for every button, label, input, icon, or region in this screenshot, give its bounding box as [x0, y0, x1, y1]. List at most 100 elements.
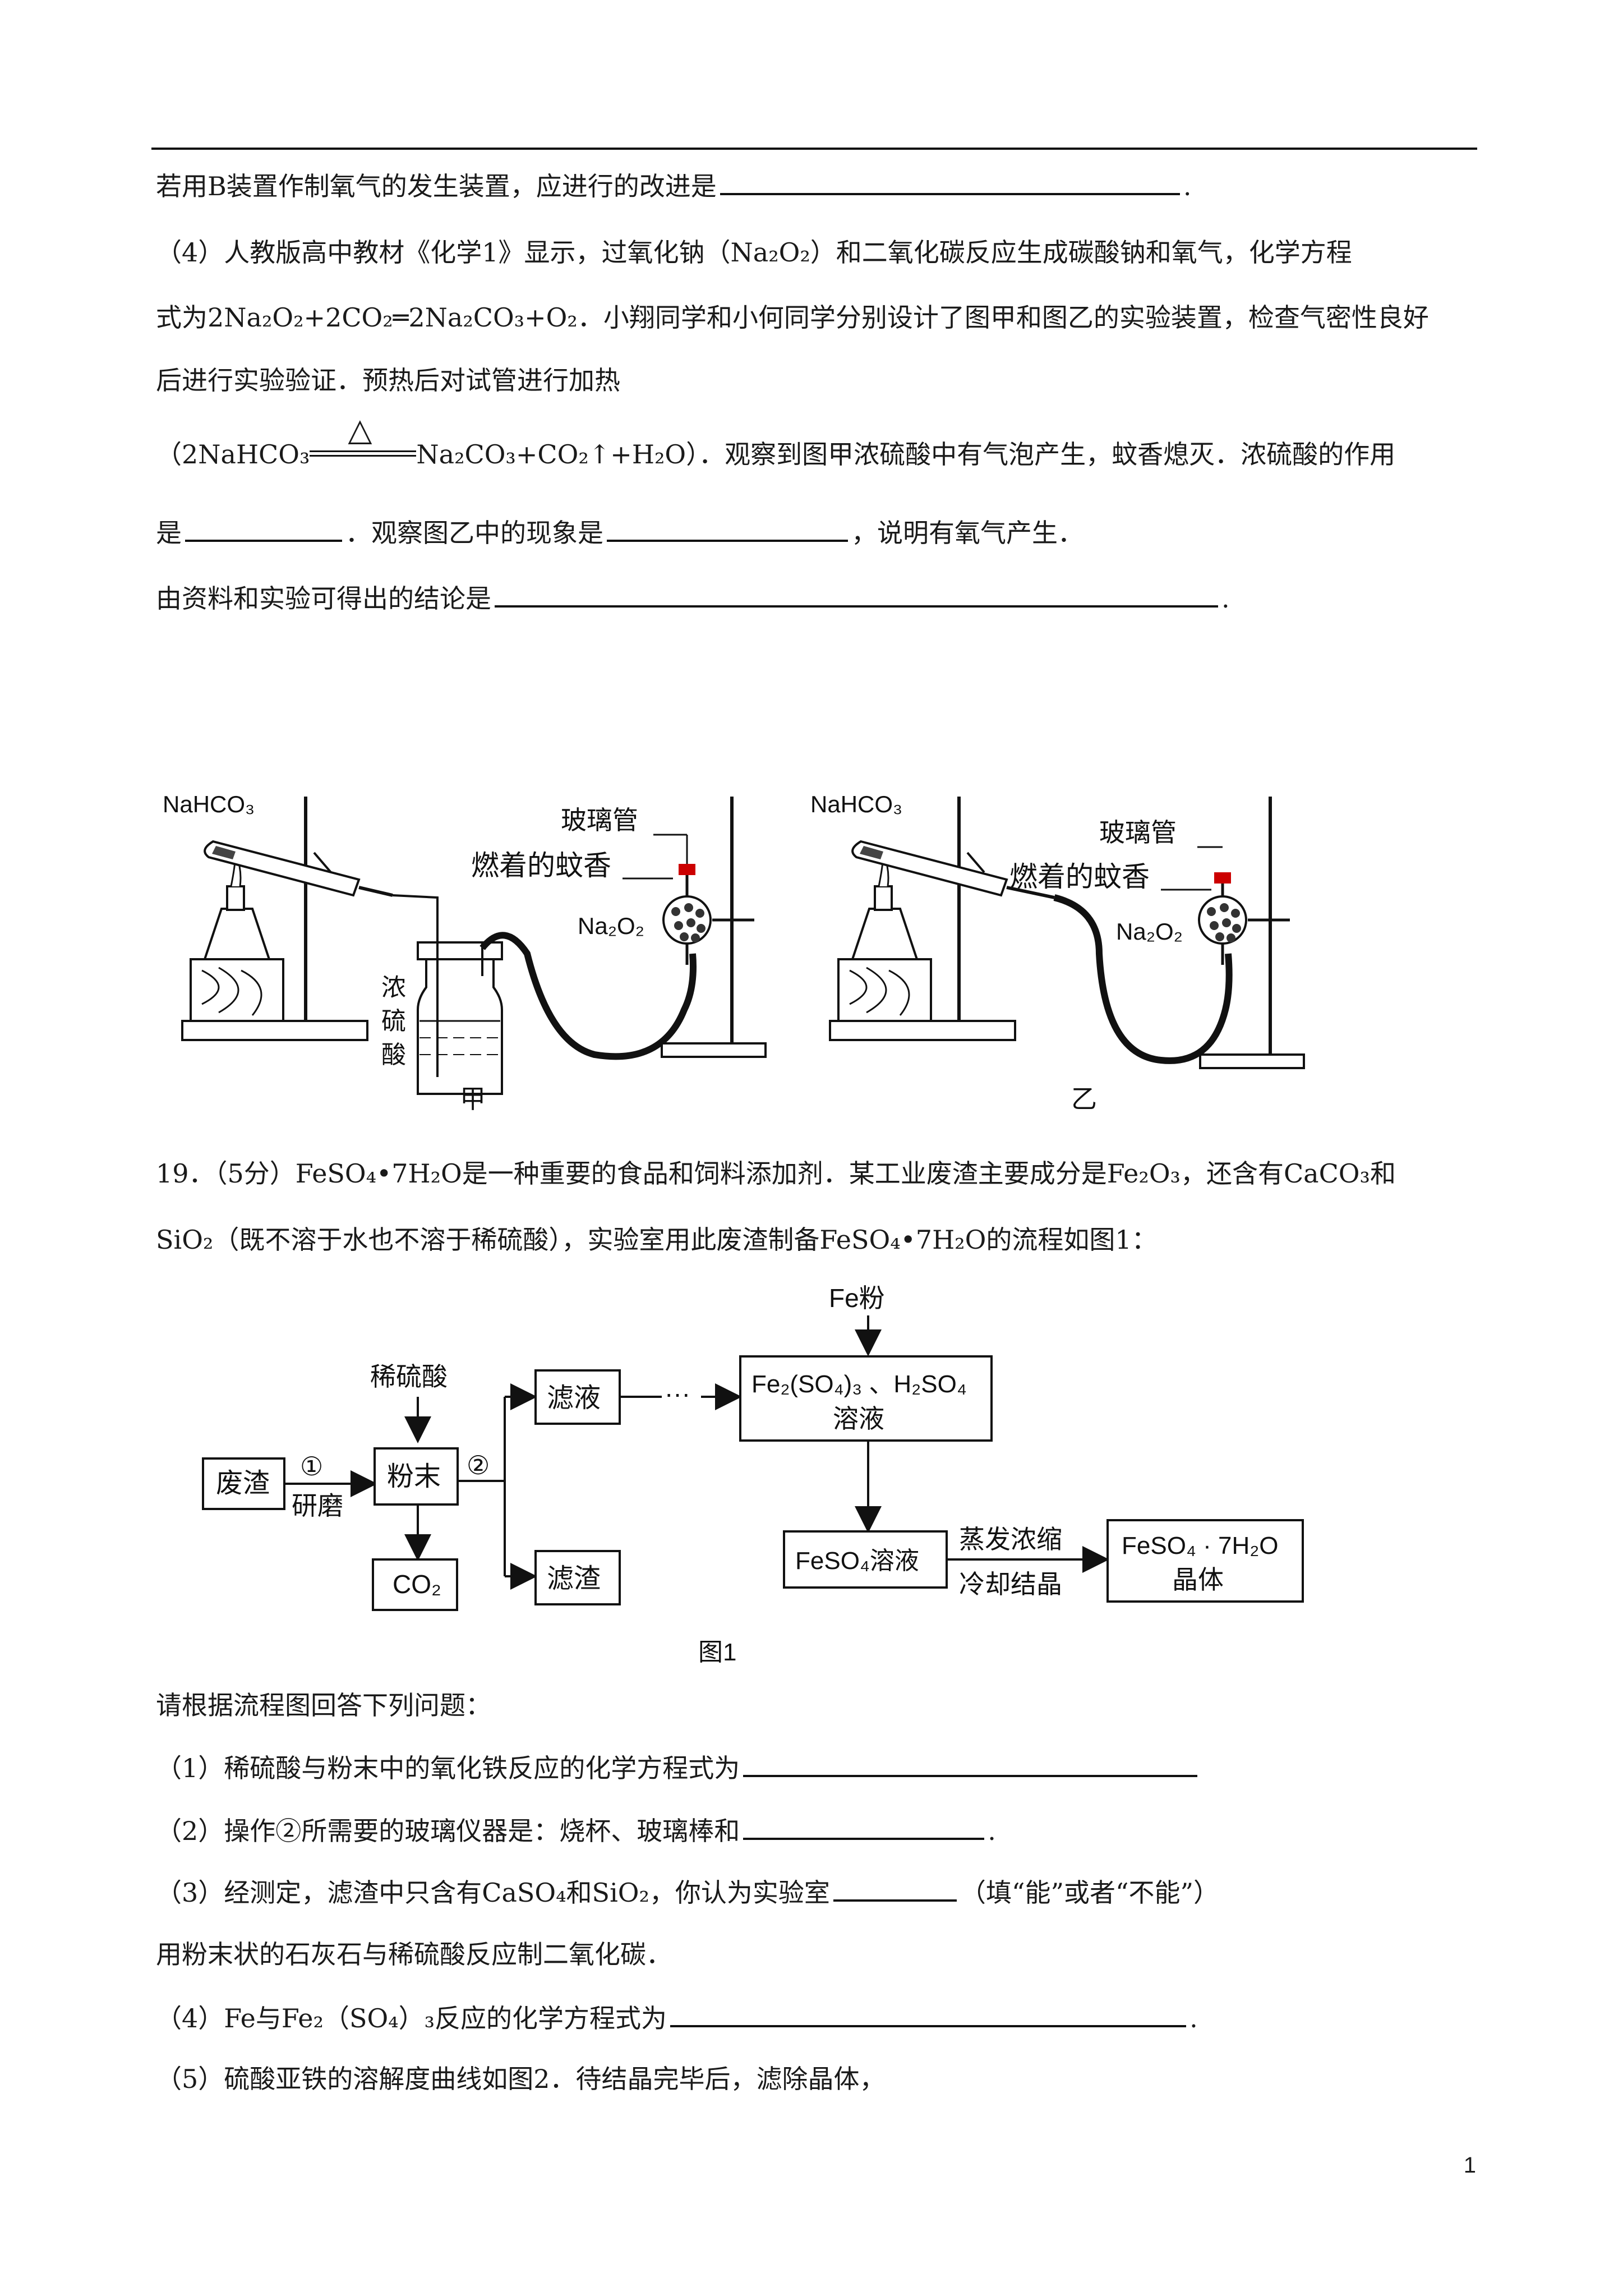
glass-tube-label: 玻璃管 — [1099, 818, 1177, 847]
text-segment: （填“能”或者“不能”） — [960, 1878, 1220, 1908]
acid-label: 酸 — [381, 1041, 406, 1069]
text-segment: . — [1183, 171, 1192, 201]
box-crystal — [1106, 1519, 1304, 1603]
text-line: （2NaHCO₃ △ Na₂CO₃+CO₂↑+H₂O）．观察到图甲浓硫酸中有气泡产生… — [156, 413, 1396, 471]
stand-base — [661, 1042, 767, 1058]
clamp — [313, 852, 332, 873]
text-line: （4）人教版高中教材《化学1》显示，过氧化钠（Na₂O₂）和二氧化碳反应生成碳酸… — [156, 237, 1352, 268]
rubber-hose — [1053, 894, 1233, 1064]
ellipsis: ··· — [665, 1379, 690, 1408]
figure-caption: 乙 — [1071, 1084, 1097, 1114]
answer-blank[interactable] — [607, 515, 848, 542]
alcohol-lamp — [851, 908, 919, 960]
text-line: （1）稀硫酸与粉末中的氧化铁反应的化学方程式为 — [156, 1750, 1201, 1785]
text-segment: . — [1189, 2003, 1198, 2033]
test-tube — [851, 840, 1008, 897]
answer-blank[interactable] — [720, 168, 1180, 195]
answer-blank[interactable] — [743, 1813, 985, 1840]
incense-label: 燃着的蚊香 — [471, 850, 611, 881]
solution-label: Fe₂(SO₄)₃ 、H₂SO₄ — [751, 1370, 967, 1398]
page-number: 1 — [1463, 2153, 1476, 2178]
acid-label: 硫 — [381, 1007, 406, 1035]
wash-bottle — [417, 958, 503, 1095]
answer-blank[interactable] — [495, 581, 1218, 608]
text-line: （3）经测定，滤渣中只含有CaSO₄和SiO₂，你认为实验室 （填“能”或者“不能… — [156, 1875, 1219, 1910]
text-segment: 是 — [156, 518, 182, 548]
text-segment: . — [988, 1816, 996, 1846]
fe-powder-label: Fe粉 — [829, 1283, 885, 1313]
text-line: （5）硫酸亚铁的溶解度曲线如图2．待结晶完毕后，滤除晶体， — [156, 2064, 886, 2094]
text-line: （4）Fe与Fe₂（SO₄）₃反应的化学方程式为. — [156, 2000, 1198, 2035]
reagent-label: NaHCO₃ — [810, 791, 902, 817]
wood-block — [190, 958, 284, 1022]
apparatus-yi: NaHCO₃ 玻璃管 燃着的蚊香 Na₂O₂ 乙 — [810, 791, 1305, 1114]
heat-triangle: △ — [348, 412, 372, 448]
text-segment: （2）操作②所需要的玻璃仪器是：烧杯、玻璃棒和 — [156, 1816, 740, 1846]
text-segment: Na₂CO₃+CO₂↑+H₂O）．观察到图甲浓硫酸中有气泡产生，蚊香熄灭．浓硫酸… — [416, 439, 1396, 470]
acid-label: 稀硫酸 — [370, 1362, 448, 1391]
text-line: SiO₂（既不溶于水也不溶于稀硫酸），实验室用此废渣制备FeSO₄•7H₂O的流… — [156, 1225, 1158, 1255]
box-co2 — [372, 1558, 458, 1611]
answer-blank[interactable] — [185, 515, 342, 542]
heat-condition: △ — [310, 413, 417, 471]
step1-number: ① — [300, 1452, 323, 1481]
connecting-tube — [392, 894, 439, 942]
reagent-label: NaHCO₃ — [163, 791, 255, 817]
text-line: 请根据流程图回答下列问题： — [156, 1690, 491, 1720]
wood-block — [837, 958, 932, 1022]
peroxide-label: Na₂O₂ — [578, 913, 644, 939]
text-segment: （4）Fe与Fe₂（SO₄）₃反应的化学方程式为 — [156, 2003, 667, 2033]
box-waste — [202, 1457, 285, 1510]
crystal-label: FeSO₄ · 7H₂O — [1122, 1532, 1279, 1559]
apparatus-jia: NaHCO₃ 浓 硫 酸 — [163, 791, 767, 1114]
box-filtrate — [534, 1369, 621, 1425]
box-residue — [534, 1550, 621, 1605]
answer-blank[interactable] — [833, 1875, 957, 1902]
step2-number: ② — [467, 1451, 490, 1480]
incense-label: 燃着的蚊香 — [1009, 861, 1150, 892]
waste-label: 废渣 — [216, 1469, 270, 1498]
text-line: 是 ．观察图乙中的现象是 ，说明有氧气产生． — [156, 515, 1083, 550]
clamp — [966, 852, 985, 873]
text-segment: 若用B装置作制氧气的发生装置，应进行的改进是 — [156, 171, 717, 201]
powder-label: 粉末 — [387, 1462, 441, 1492]
text-line: 后进行实验验证．预热后对试管进行加热 — [156, 365, 620, 395]
answer-blank[interactable] — [743, 1750, 1198, 1777]
acid-label: 浓 — [381, 974, 406, 1001]
text-segment: ，说明有氧气产生． — [851, 518, 1083, 548]
stand-base — [1199, 1053, 1305, 1069]
text-line: 用粉末状的石灰石与稀硫酸反应制二氧化碳． — [156, 1939, 672, 1970]
text-line: 若用B装置作制氧气的发生装置，应进行的改进是. — [156, 168, 1191, 203]
glass-tube-label: 玻璃管 — [561, 806, 638, 835]
text-segment: （3）经测定，滤渣中只含有CaSO₄和SiO₂，你认为实验室 — [156, 1878, 830, 1908]
text-segment: ．观察图乙中的现象是 — [345, 518, 603, 548]
filtrate-label: 滤液 — [547, 1383, 601, 1413]
equals-sign — [310, 450, 417, 457]
text-line: 式为2Na₂O₂+2CO₂═2Na₂CO₃+O₂．小翔同学和小何同学分别设计了图… — [156, 302, 1429, 333]
cool-label: 冷却结晶 — [959, 1570, 1062, 1599]
text-segment: 由资料和实验可得出的结论是 — [156, 583, 491, 614]
text-segment: （2NaHCO₃ — [156, 439, 310, 470]
figure-caption: 甲 — [460, 1084, 486, 1114]
text-line: 由资料和实验可得出的结论是. — [156, 581, 1230, 615]
stopper — [679, 864, 695, 875]
crystal-label: 晶体 — [1172, 1565, 1224, 1594]
answer-blank[interactable] — [670, 2000, 1187, 2027]
test-tube — [204, 840, 361, 897]
text-line: （2）操作②所需要的玻璃仪器是：烧杯、玻璃棒和. — [156, 1813, 996, 1848]
feso4-solution-label: FeSO₄溶液 — [795, 1547, 919, 1575]
residue-label: 滤渣 — [547, 1564, 601, 1594]
box-solution — [739, 1355, 993, 1442]
text-segment: （1）稀硫酸与粉末中的氧化铁反应的化学方程式为 — [156, 1753, 740, 1783]
solution-label: 溶液 — [833, 1404, 884, 1433]
text-segment: . — [1221, 583, 1230, 614]
evap-label: 蒸发浓缩 — [959, 1525, 1062, 1554]
flowchart-body: Fe粉 稀硫酸 废渣 ① 研磨 粉末 CO₂ ② 滤液 ··· Fe₂(SO₄)… — [202, 1283, 1304, 1666]
box-powder — [374, 1447, 459, 1506]
peroxide-label: Na₂O₂ — [1116, 918, 1183, 945]
co2-label: CO₂ — [393, 1570, 441, 1599]
figure-caption: 图1 — [698, 1639, 736, 1666]
text-line: 19．（5分）FeSO₄•7H₂O是一种重要的食品和饲料添加剂．某工业废渣主要成… — [156, 1158, 1396, 1189]
